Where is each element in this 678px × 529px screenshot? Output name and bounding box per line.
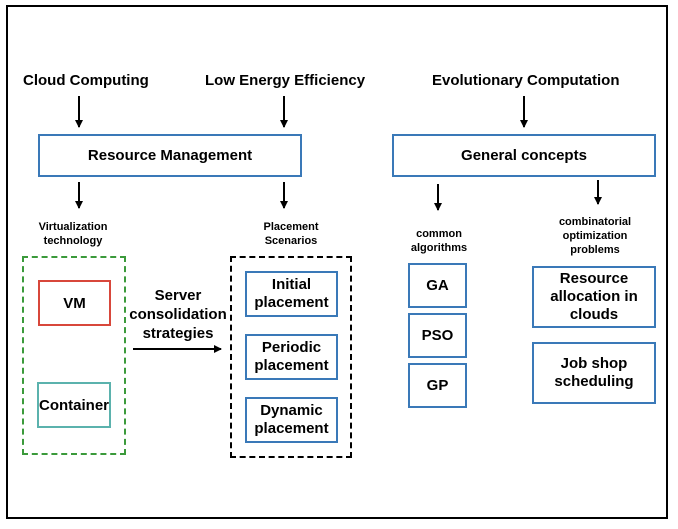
- diagram-frame: [6, 5, 668, 519]
- job-shop-box: Job shop scheduling: [532, 342, 656, 404]
- gp-label: GP: [426, 377, 449, 394]
- placement-group: [230, 256, 352, 458]
- vm-box: VM: [38, 280, 111, 326]
- general-concepts-box: General concepts: [392, 134, 656, 177]
- vm-label: VM: [63, 294, 86, 312]
- label-server-consolidation-strategies: Server consolidation strategies: [129, 287, 227, 342]
- general-concepts-label: General concepts: [461, 147, 587, 164]
- label-cloud-computing: Cloud Computing: [23, 72, 149, 89]
- label-low-energy-efficiency: Low Energy Efficiency: [205, 72, 366, 89]
- resource-allocation-label: Resource allocation in clouds: [550, 270, 638, 323]
- label-virtualization-technology: Virtualization technology: [38, 221, 108, 247]
- pso-label: PSO: [421, 327, 454, 344]
- virtualization-group: [22, 256, 126, 455]
- resource-management-box: Resource Management: [38, 134, 302, 177]
- label-common-algorithms: common algorithms: [410, 228, 468, 254]
- job-shop-label: Job shop scheduling: [554, 355, 634, 390]
- dynamic-placement-box: Dynamic placement: [245, 397, 338, 443]
- label-placement-scenarios: Placement Scenarios: [263, 221, 319, 247]
- dynamic-placement-label: Dynamic placement: [254, 402, 329, 437]
- label-evolutionary-computation: Evolutionary Computation: [432, 72, 620, 89]
- resource-allocation-box: Resource allocation in clouds: [532, 266, 656, 328]
- pso-box: PSO: [408, 313, 467, 358]
- periodic-placement-label: Periodic placement: [254, 339, 329, 374]
- gp-box: GP: [408, 363, 467, 408]
- initial-placement-label: Initial placement: [254, 276, 329, 311]
- initial-placement-box: Initial placement: [245, 271, 338, 317]
- periodic-placement-box: Periodic placement: [245, 334, 338, 380]
- label-combinatorial-optimization-problems: combinatorial optimization problems: [558, 216, 632, 256]
- resource-management-label: Resource Management: [87, 147, 253, 164]
- container-box: Container: [37, 382, 111, 428]
- container-label: Container: [39, 396, 110, 414]
- ga-label: GA: [426, 277, 449, 294]
- ga-box: GA: [408, 263, 467, 308]
